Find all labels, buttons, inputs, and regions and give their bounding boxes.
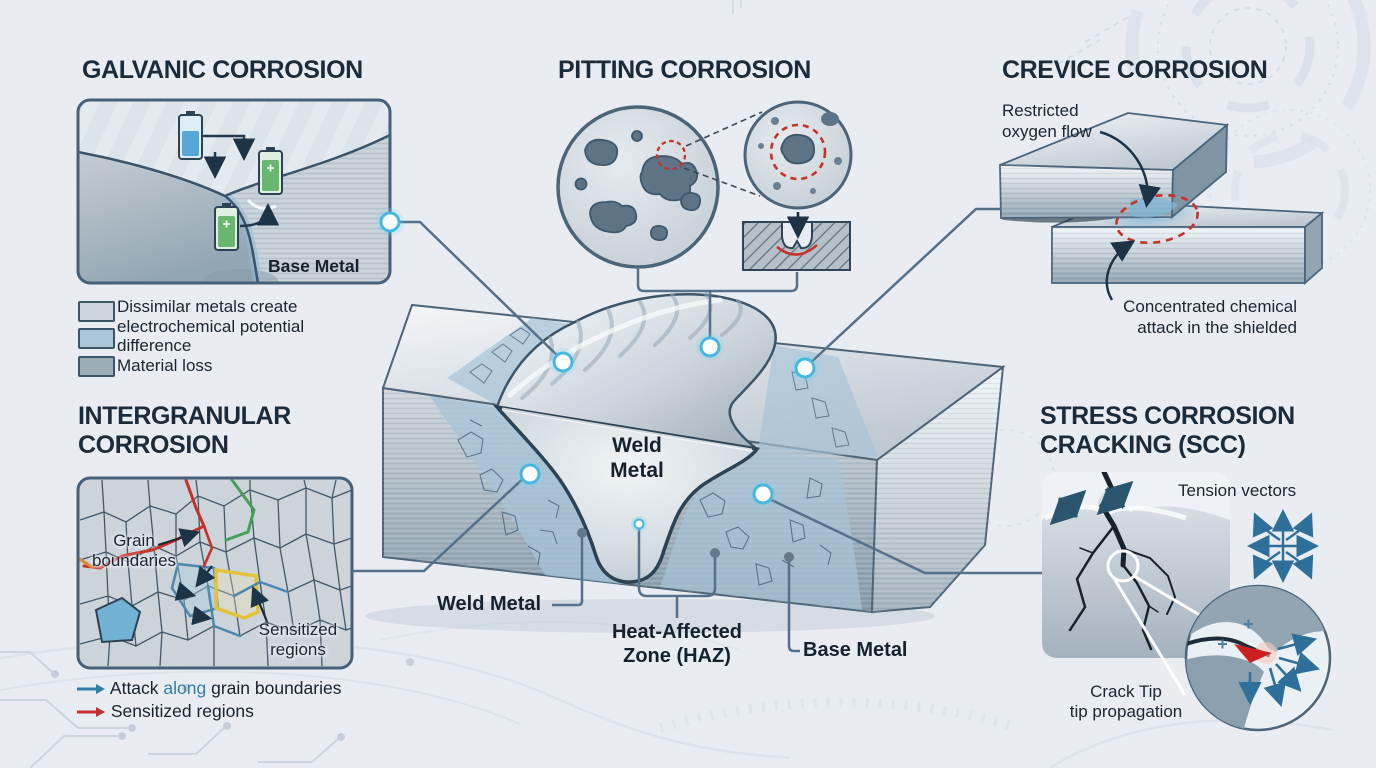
panel-connectors [352, 207, 1042, 575]
crack-tension-arrows [1049, 480, 1134, 526]
propagation-arrows [1238, 633, 1321, 707]
base-metal-callout: Base Metal [803, 639, 908, 661]
weld-metal-dot [577, 528, 587, 538]
pit-cross-section [742, 212, 851, 271]
haz-callout: Heat-Affected Zone (HAZ) [611, 621, 743, 667]
blue-arrow-icon [77, 684, 105, 694]
galvanic-legend-line-1: Dissimilar metals create [117, 297, 298, 316]
intergranular-title: INTERGRANULAR CORROSION [78, 402, 291, 459]
grain-arrows [157, 528, 270, 626]
pit-attack-arc [776, 244, 818, 256]
galvanic-base-metal-label: Base Metal [268, 256, 360, 276]
legend-swatch-dissimilar [78, 301, 115, 322]
concentrated-attack-label: Concentrated chemical attack in the shie… [1123, 297, 1297, 337]
pitting-illustration [556, 100, 853, 271]
galvanic-legend-line-2: electrochemical potential [117, 316, 305, 336]
crevice-arrows [1099, 130, 1161, 301]
legend-swatch-material-loss [78, 356, 115, 377]
weld-block-illustration [365, 292, 1006, 653]
circuit-traces [0, 651, 414, 768]
restricted-oxygen-label: Restricted oxygen flow [1002, 101, 1092, 141]
haz-left-glow-dot [631, 516, 647, 532]
green-boundary-path [224, 478, 256, 542]
crevice-attack-circle [1115, 193, 1199, 245]
tension-vector-star [1247, 509, 1319, 583]
crevice-illustration [999, 112, 1325, 301]
crack-tip-magnified-circle [1184, 584, 1332, 732]
tension-vectors-label: Tension vectors [1178, 481, 1297, 500]
sensitized-legend-text: Sensitized regions [110, 701, 254, 721]
galvanic-legend-line-4: Material loss [117, 355, 213, 375]
magnified-pit-circle [769, 123, 827, 181]
attack-text-pre: Attack [109, 678, 164, 698]
crack-tip-locator-circle [1106, 549, 1140, 583]
galvanic-flow-arrows [203, 134, 280, 228]
zoom-guide-lines [683, 111, 763, 197]
attack-text-highlight: along [163, 678, 207, 698]
crack-tip-label: Crack Tip tip propagation [1069, 682, 1183, 721]
weld-metal-callout: Weld Metal [437, 593, 542, 615]
galvanic-legend-line-3: difference [117, 336, 192, 355]
magnifier-wedge-lines [1113, 574, 1209, 696]
block-label-connectors [552, 528, 800, 653]
intergranular-panel [76, 476, 354, 670]
galvanic-title: GALVANIC CORROSION [82, 56, 363, 84]
pitting-title: PITTING CORROSION [558, 56, 811, 84]
scc-title: STRESS CORROSION CRACKING (SCC) [1040, 402, 1295, 459]
intergranular-legend-attack: Attack along grain boundaries [76, 678, 341, 699]
blue-battery-icon [178, 111, 203, 160]
intergranular-legend-sensitized: Sensitized regions [76, 701, 254, 722]
green-battery-icon-1 [258, 147, 283, 195]
weld-metal-block-label: Weld Metal [610, 434, 664, 482]
blue-filled-grain [94, 596, 142, 644]
small-pit-dots [758, 112, 842, 194]
galvanic-panel [76, 98, 392, 285]
base-metal-dot [784, 552, 794, 562]
haz-right-dot [710, 548, 720, 558]
red-boundary-path [82, 478, 206, 570]
pit-highlight-circle [655, 139, 687, 171]
sensitized-regions-label: Sensitized regions [258, 620, 338, 659]
red-arrow-icon [77, 707, 105, 717]
green-battery-icon-2 [214, 203, 239, 251]
grain-boundaries-label: Grain boundaries [91, 531, 177, 570]
crack-tip-red-wedge [1234, 644, 1272, 663]
attack-text-post: grain boundaries [206, 678, 342, 698]
haz-grain-lines [457, 419, 832, 586]
stress-plus-marks [1218, 619, 1253, 649]
crevice-title: CREVICE CORROSION [1002, 56, 1268, 84]
legend-swatch-electrochemical [78, 328, 115, 349]
scc-illustration [1042, 472, 1332, 732]
pits [574, 130, 701, 242]
